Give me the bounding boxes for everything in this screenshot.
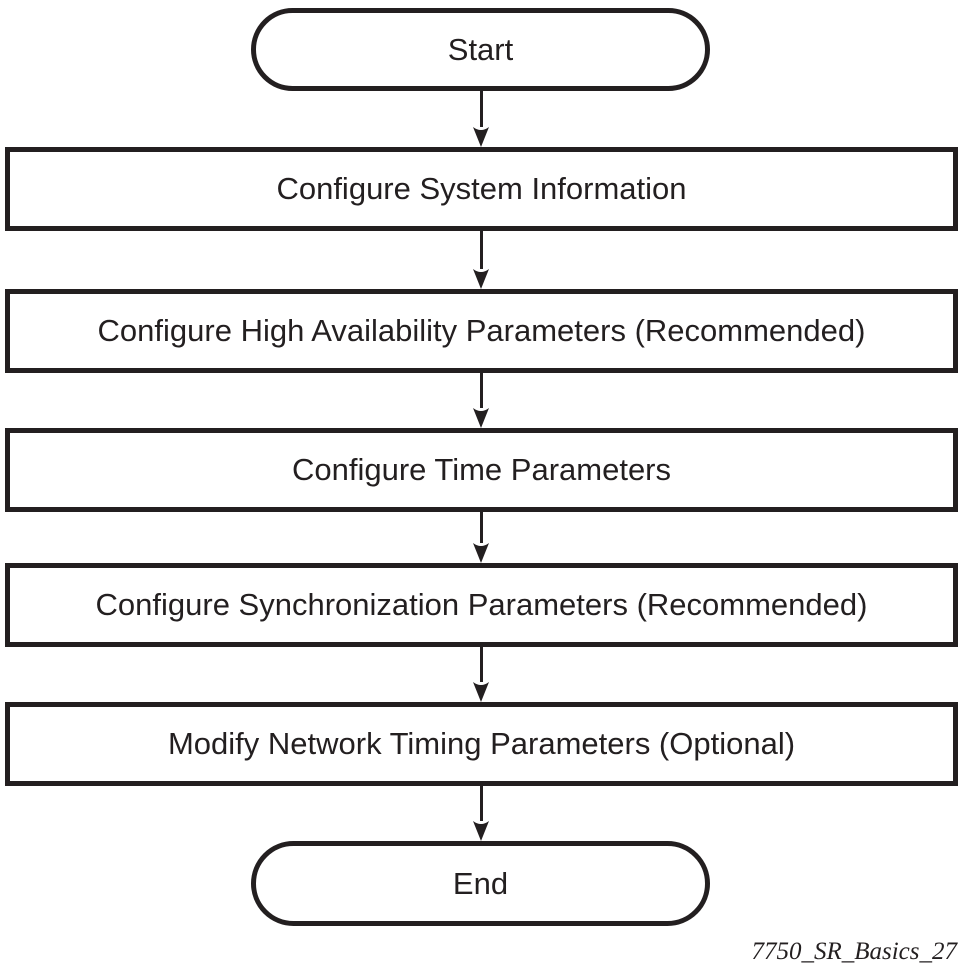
flow-arrow-step5-to-end bbox=[467, 786, 495, 841]
arrow-head-icon bbox=[473, 269, 489, 289]
flow-arrow-step4-to-step5 bbox=[467, 647, 495, 702]
arrow-head-icon bbox=[473, 127, 489, 147]
flow-node-label: Configure System Information bbox=[276, 171, 687, 207]
figure-caption: 7750_SR_Basics_27 bbox=[751, 938, 957, 965]
arrow-line bbox=[479, 231, 483, 269]
flow-node-configure-high-availability: Configure High Availability Parameters (… bbox=[5, 289, 958, 373]
flow-node-label: Configure Synchronization Parameters (Re… bbox=[95, 587, 868, 623]
flow-arrow-step1-to-step2 bbox=[467, 231, 495, 289]
flow-arrow-step3-to-step4 bbox=[467, 512, 495, 563]
flow-node-configure-system-information: Configure System Information bbox=[5, 147, 958, 231]
flow-node-label: Configure Time Parameters bbox=[291, 452, 672, 488]
flow-node-end: End bbox=[251, 841, 710, 926]
arrow-head-icon bbox=[473, 821, 489, 841]
arrow-line bbox=[479, 91, 483, 127]
flow-node-configure-synchronization: Configure Synchronization Parameters (Re… bbox=[5, 563, 958, 647]
arrow-line bbox=[479, 373, 483, 408]
arrow-line bbox=[479, 512, 483, 543]
arrow-line bbox=[479, 647, 483, 682]
flow-node-configure-time-parameters: Configure Time Parameters bbox=[5, 428, 958, 512]
flow-node-label: Configure High Availability Parameters (… bbox=[97, 313, 866, 349]
flow-node-start: Start bbox=[251, 8, 710, 91]
arrow-line bbox=[479, 786, 483, 821]
flow-node-start-label: Start bbox=[447, 31, 514, 67]
flow-node-end-label: End bbox=[452, 865, 509, 901]
arrow-head-icon bbox=[473, 408, 489, 428]
arrow-head-icon bbox=[473, 682, 489, 702]
flow-node-modify-network-timing: Modify Network Timing Parameters (Option… bbox=[5, 702, 958, 786]
flow-arrow-start-to-step1 bbox=[467, 91, 495, 147]
flow-arrow-step2-to-step3 bbox=[467, 373, 495, 428]
arrow-head-icon bbox=[473, 543, 489, 563]
flow-node-label: Modify Network Timing Parameters (Option… bbox=[167, 726, 796, 762]
